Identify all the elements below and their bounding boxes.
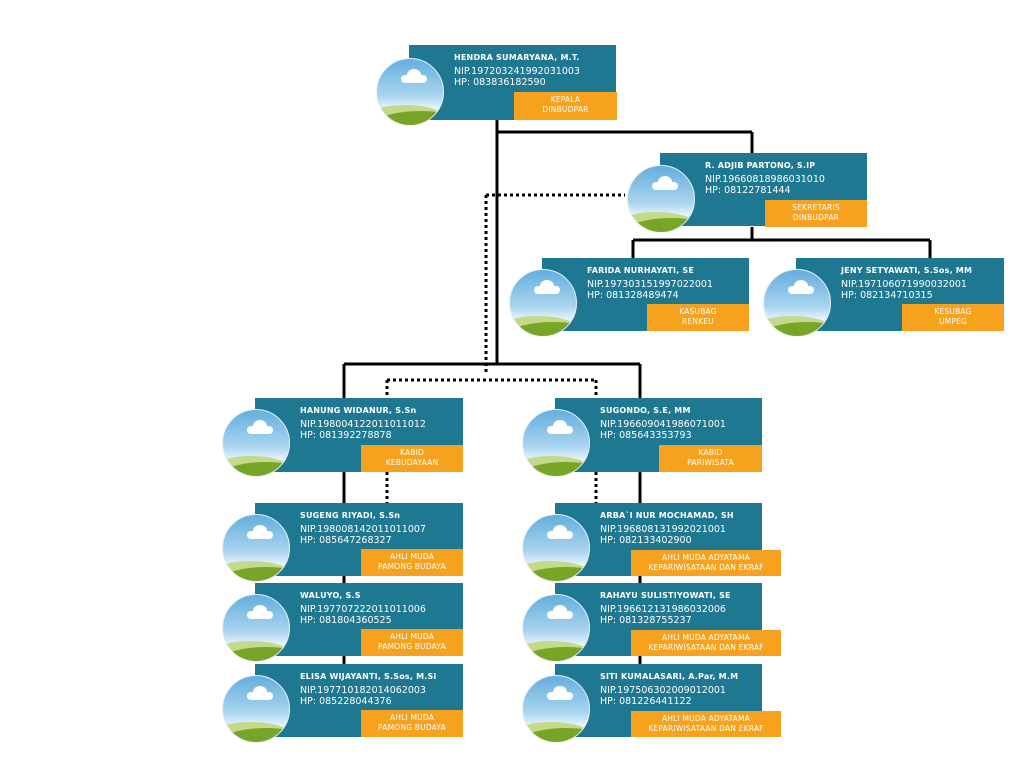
profile-photo-placeholder-icon bbox=[522, 594, 590, 662]
role-line-2: KEBUDAYAAN bbox=[385, 458, 439, 467]
person-phone: HP: 085643353793 bbox=[600, 430, 692, 441]
profile-photo-placeholder-icon bbox=[509, 269, 577, 337]
person-name: ARBA`I NUR MOCHAMAD, SH bbox=[600, 511, 734, 520]
role-tag: AHLI MUDA PAMONG BUDAYA bbox=[361, 710, 463, 737]
role-tag: AHLI MUDA ADYATAMA KEPARIWISATAAN DAN EK… bbox=[631, 630, 781, 656]
role-line-1: KABID bbox=[698, 448, 723, 457]
profile-photo-placeholder-icon bbox=[222, 675, 290, 743]
person-phone: HP: 081392278878 bbox=[300, 430, 392, 441]
role-line-1: KESUBAG bbox=[934, 307, 972, 316]
role-line-1: AHLI MUDA ADYATAMA bbox=[661, 553, 751, 562]
role-tag: KABID PARIWISATA bbox=[659, 445, 762, 472]
person-phone: HP: 081328755237 bbox=[600, 615, 692, 626]
profile-photo-placeholder-icon bbox=[522, 514, 590, 582]
role-tag: AHLI MUDA ADYATAMA KEPARIWISATAAN DAN EK… bbox=[631, 550, 781, 576]
person-phone: HP: 083836182590 bbox=[454, 77, 546, 88]
person-name: HANUNG WIDANUR, S.Sn bbox=[300, 406, 417, 415]
profile-photo-placeholder-icon bbox=[222, 409, 290, 477]
person-name: WALUYO, S.S bbox=[300, 591, 361, 600]
profile-photo-placeholder-icon bbox=[376, 58, 444, 126]
role-tag: SEKRETARIS DINBUDPAR bbox=[765, 200, 867, 227]
role-line-2: KEPARIWISATAAN DAN EKRAF bbox=[648, 643, 764, 652]
role-line-2: DINBUDPAR bbox=[792, 213, 840, 222]
role-line-1: KASUBAG bbox=[679, 307, 717, 316]
role-tag: AHLI MUDA PAMONG BUDAYA bbox=[361, 629, 463, 656]
person-nip: NIP.19660818986031010 bbox=[705, 174, 825, 185]
person-phone: HP: 081328489474 bbox=[587, 290, 679, 301]
person-nip: NIP.197106071990032001 bbox=[841, 279, 967, 290]
role-line-1: AHLI MUDA bbox=[389, 713, 435, 722]
person-nip: NIP.197506302009012001 bbox=[600, 685, 726, 696]
role-line-1: AHLI MUDA bbox=[389, 552, 435, 561]
name-card: HENDRA SUMARYANA, M.T. NIP.1972032419920… bbox=[409, 45, 616, 120]
role-line-1: KEPALA bbox=[550, 95, 581, 104]
profile-photo-placeholder-icon bbox=[522, 409, 590, 477]
person-name: JENY SETYAWATI, S.Sos, MM bbox=[841, 266, 973, 275]
person-name: ELISA WIJAYANTI, S.Sos, M.Si bbox=[300, 672, 437, 681]
role-tag: KABID KEBUDAYAAN bbox=[361, 445, 463, 472]
name-card: FARIDA NURHAYATI, SE NIP.197303151997022… bbox=[542, 258, 749, 331]
person-nip: NIP.196808131992021001 bbox=[600, 524, 726, 535]
role-tag: KESUBAG UMPEG bbox=[902, 304, 1004, 331]
person-name: SITI KUMALASARI, A.Par, M.M bbox=[600, 672, 739, 681]
profile-photo-placeholder-icon bbox=[522, 675, 590, 743]
person-phone: HP: 085647268327 bbox=[300, 535, 392, 546]
person-nip: NIP.198008142011011007 bbox=[300, 524, 426, 535]
name-card: ELISA WIJAYANTI, S.Sos, M.Si NIP.1977101… bbox=[255, 664, 463, 737]
role-tag: KEPALA DINBUDPAR bbox=[514, 92, 617, 120]
person-nip: NIP.198004122011011012 bbox=[300, 419, 426, 430]
role-line-2: KEPARIWISATAAN DAN EKRAF bbox=[648, 724, 764, 733]
role-tag: AHLI MUDA ADYATAMA KEPARIWISATAAN DAN EK… bbox=[631, 711, 781, 737]
person-name: SUGONDO, S.E, MM bbox=[600, 406, 691, 415]
role-line-2: KEPARIWISATAAN DAN EKRAF bbox=[648, 563, 764, 572]
person-name: HENDRA SUMARYANA, M.T. bbox=[454, 53, 580, 62]
person-phone: HP: 082133402900 bbox=[600, 535, 692, 546]
person-name: SUGENG RIYADI, S.Sn bbox=[300, 511, 401, 520]
role-line-2: PAMONG BUDAYA bbox=[378, 723, 446, 732]
person-phone: HP: 081804360525 bbox=[300, 615, 392, 626]
person-nip: NIP.196609041986071001 bbox=[600, 419, 726, 430]
person-phone: HP: 085228044376 bbox=[300, 696, 392, 707]
role-line-2: RENKEU bbox=[682, 317, 714, 326]
profile-photo-placeholder-icon bbox=[763, 269, 831, 337]
role-line-2: PAMONG BUDAYA bbox=[378, 562, 446, 571]
person-nip: NIP.197710182014062003 bbox=[300, 685, 426, 696]
role-line-2: PAMONG BUDAYA bbox=[378, 642, 446, 651]
profile-photo-placeholder-icon bbox=[222, 514, 290, 582]
role-line-1: AHLI MUDA ADYATAMA bbox=[661, 714, 751, 723]
name-card: SUGONDO, S.E, MM NIP.196609041986071001 … bbox=[555, 398, 762, 472]
role-line-1: SEKRETARIS bbox=[792, 203, 840, 212]
role-line-2: PARIWISATA bbox=[687, 458, 734, 467]
role-line-1: AHLI MUDA ADYATAMA bbox=[661, 633, 751, 642]
person-nip: NIP.197303151997022001 bbox=[587, 279, 713, 290]
name-card: HANUNG WIDANUR, S.Sn NIP.198004122011011… bbox=[255, 398, 463, 472]
person-nip: NIP.197707222011011006 bbox=[300, 604, 426, 615]
role-line-2: UMPEG bbox=[938, 317, 968, 326]
profile-photo-placeholder-icon bbox=[222, 594, 290, 662]
role-tag: KASUBAG RENKEU bbox=[647, 304, 749, 331]
person-phone: HP: 08122781444 bbox=[705, 185, 791, 196]
person-nip: NIP.196612131986032006 bbox=[600, 604, 726, 615]
person-name: FARIDA NURHAYATI, SE bbox=[587, 266, 695, 275]
role-line-1: KABID bbox=[399, 448, 425, 457]
role-tag: AHLI MUDA PAMONG BUDAYA bbox=[361, 549, 463, 576]
person-phone: HP: 082134710315 bbox=[841, 290, 933, 301]
person-phone: HP: 081226441122 bbox=[600, 696, 692, 707]
person-name: RAHAYU SULISTIYOWATI, SE bbox=[600, 591, 731, 600]
name-card: JENY SETYAWATI, S.Sos, MM NIP.1971060719… bbox=[796, 258, 1004, 331]
person-name: R. ADJIB PARTONO, S.IP bbox=[705, 161, 816, 170]
role-line-2: DINBUDPAR bbox=[542, 105, 589, 114]
role-line-1: AHLI MUDA bbox=[389, 632, 435, 641]
person-nip: NIP.197203241992031003 bbox=[454, 66, 580, 77]
profile-photo-placeholder-icon bbox=[627, 165, 695, 233]
